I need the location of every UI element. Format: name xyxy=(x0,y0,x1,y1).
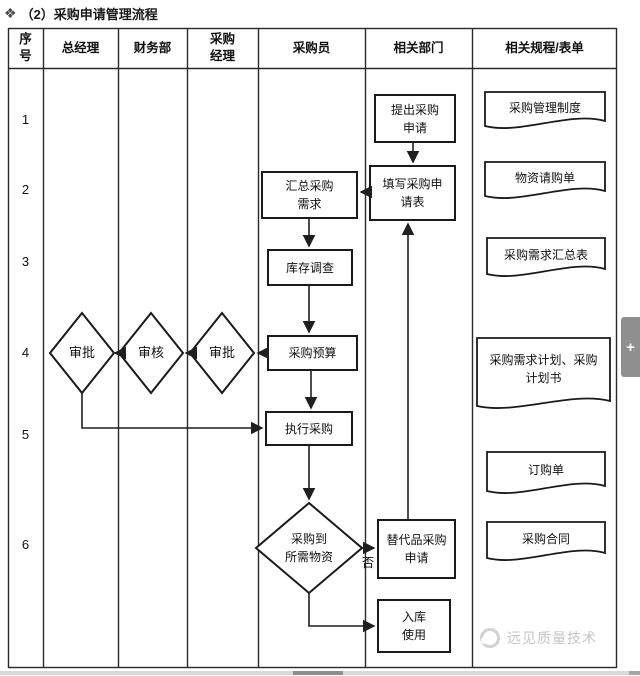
substitute-label: 替代品采购 申请 xyxy=(386,533,447,565)
fill-form-label: 填写采购申 请表 xyxy=(382,177,443,209)
doc-label-demand-summary: 采购需求汇总表 xyxy=(503,247,588,262)
arrow-check-to-warehouse xyxy=(308,593,376,633)
page-title: （2）采购申请管理流程 xyxy=(20,6,158,22)
propose-box xyxy=(374,94,456,143)
review-finance-label: 审核 xyxy=(137,345,164,361)
process-boxes xyxy=(261,94,456,653)
doc-label-demand-plan: 采购需求计划、采购 计划书 xyxy=(489,353,598,385)
approve-pm-label: 审批 xyxy=(208,345,235,361)
row-number-2: 2 xyxy=(21,182,30,198)
decision-diamonds xyxy=(48,311,364,595)
fill-form-box xyxy=(369,165,456,221)
doc-label-order-form: 订购单 xyxy=(527,463,564,477)
doc-shape-6 xyxy=(486,521,606,561)
summarize-label: 汇总采购 需求 xyxy=(285,179,334,211)
purchased-check-label: 采购到 所需物资 xyxy=(284,532,333,564)
arrow-approve-gm-to-execute xyxy=(81,393,264,435)
column-header-pm: 采购 经理 xyxy=(209,32,235,63)
inventory-box xyxy=(267,249,353,286)
side-plus-button[interactable]: + xyxy=(621,317,640,377)
inventory-label: 库存调查 xyxy=(285,260,334,275)
budget-label: 采购预算 xyxy=(288,346,337,360)
column-header-finance: 财务部 xyxy=(133,40,172,55)
column-header-gm: 总经理 xyxy=(61,40,100,55)
substitute-box xyxy=(377,519,456,579)
document-shapes xyxy=(476,91,611,561)
approve-gm-label: 审批 xyxy=(68,345,95,361)
flow-arrows xyxy=(81,142,420,633)
doc-shape-4 xyxy=(476,337,611,409)
plus-icon: + xyxy=(626,338,635,356)
table-grid xyxy=(7,27,618,669)
doc-label-requisition: 物资请购单 xyxy=(514,170,575,185)
column-header-buyer: 采购员 xyxy=(292,40,331,55)
review-finance-diamond xyxy=(117,311,185,395)
doc-shape-5 xyxy=(486,451,606,494)
no-branch-label: 否 xyxy=(361,555,375,570)
table-outer-border xyxy=(7,27,618,669)
column-header-dept: 相关部门 xyxy=(393,40,444,55)
doc-label-purchase-rules: 采购管理制度 xyxy=(508,100,581,115)
row-number-4: 4 xyxy=(21,345,30,361)
doc-shape-2 xyxy=(484,161,606,199)
approve-pm-diamond xyxy=(188,311,256,395)
diamond-cluster-icon: ❖ xyxy=(4,5,17,21)
warehouse-label: 入库 使用 xyxy=(401,610,426,642)
warehouse-box xyxy=(377,599,451,653)
doc-label-contract: 采购合同 xyxy=(521,531,570,546)
row-number-1: 1 xyxy=(21,112,30,128)
column-header-forms: 相关规程/表单 xyxy=(505,40,584,55)
doc-shape-1 xyxy=(484,91,606,129)
watermark-logo-icon xyxy=(480,628,500,648)
bottom-scrollbar-thumb[interactable] xyxy=(293,671,343,675)
column-header-seq: 序 号 xyxy=(19,32,32,63)
row-number-6: 6 xyxy=(21,537,30,553)
doc-shape-3 xyxy=(486,237,606,277)
row-number-3: 3 xyxy=(21,254,30,270)
bottom-scrollbar-end-dash xyxy=(629,671,640,675)
page-title-row: ❖ （2）采购申请管理流程 xyxy=(4,3,158,23)
execute-label: 执行采购 xyxy=(284,421,333,436)
watermark-text: 远见质量技术 xyxy=(507,630,597,646)
propose-label: 提出采购 申请 xyxy=(390,102,439,135)
watermark: 远见质量技术 xyxy=(480,628,597,648)
row-number-5: 5 xyxy=(21,427,30,443)
execute-box xyxy=(265,411,353,446)
